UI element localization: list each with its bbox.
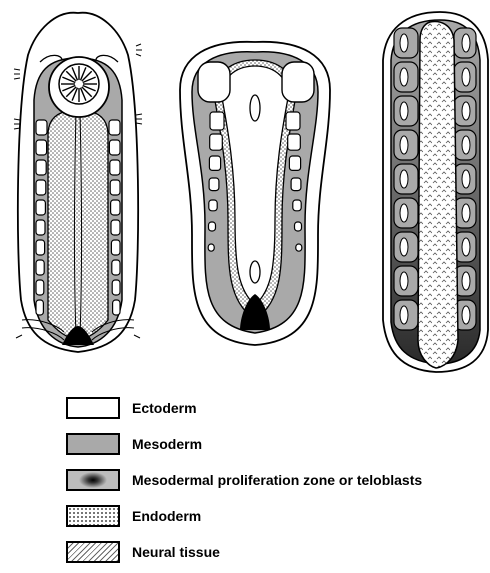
- middle-upper-vesicle: [250, 95, 260, 121]
- right-segment-cavity: [400, 34, 408, 52]
- legend-item-mesoderm: Mesoderm: [66, 431, 486, 467]
- left-segment-right: [109, 140, 120, 155]
- legend-item-proliferation: Mesodermal proliferation zone or telobla…: [66, 467, 486, 503]
- right-segment-cavity: [400, 238, 408, 256]
- left-segment-right: [111, 220, 120, 235]
- middle-segment-left: [209, 178, 219, 191]
- right-segment-cavity: [462, 68, 470, 86]
- left-segment-right: [111, 240, 120, 255]
- right-segment-cavity: [400, 272, 408, 290]
- ectoderm-label: Ectoderm: [132, 399, 197, 417]
- left-segment-left: [36, 180, 46, 195]
- left-segment-right: [110, 180, 120, 195]
- mesoderm-swatch: [66, 433, 120, 455]
- right-neural-tissue: [418, 22, 458, 368]
- right-segment-cavity: [462, 102, 470, 120]
- right-segment-cavity: [400, 306, 408, 324]
- middle-segment-left: [209, 222, 216, 231]
- endoderm-swatch: [66, 505, 120, 527]
- middle-segment-right: [293, 200, 301, 211]
- right-segment-cavity: [462, 204, 470, 222]
- left-segment-right: [113, 300, 120, 315]
- right-segment-cavity: [462, 238, 470, 256]
- right-segment-cavity: [400, 68, 408, 86]
- right-segment-cavity: [462, 136, 470, 154]
- legend: Ectoderm Mesoderm Mesodermal proliferati…: [66, 395, 486, 573]
- left-segment-right: [110, 160, 120, 175]
- left-endoderm: [48, 110, 108, 340]
- left-segment-right: [111, 200, 120, 215]
- left-segment-right: [112, 260, 120, 275]
- legend-item-endoderm: Endoderm: [66, 503, 486, 539]
- right-embryo: [383, 12, 488, 372]
- legend-item-ectoderm: Ectoderm: [66, 395, 486, 431]
- middle-embryo: [180, 42, 330, 345]
- right-segment-cavity: [462, 306, 470, 324]
- right-segment-cavity: [400, 170, 408, 188]
- right-segment-cavity: [462, 170, 470, 188]
- legend-item-neural: Neural tissue: [66, 539, 486, 573]
- left-segment-left: [36, 260, 44, 275]
- left-segment-left: [36, 240, 45, 255]
- left-segment-left: [36, 140, 47, 155]
- left-embryo: [14, 13, 142, 352]
- middle-segment-right: [296, 244, 302, 251]
- middle-segment-left: [210, 134, 223, 150]
- mesoderm-label: Mesoderm: [132, 435, 202, 453]
- right-segment-cavity: [400, 136, 408, 154]
- middle-segment-right: [289, 156, 300, 170]
- middle-head-pouch-right: [282, 62, 314, 102]
- neural-swatch: [66, 541, 120, 563]
- middle-segment-left: [210, 112, 224, 130]
- middle-segment-right: [288, 134, 301, 150]
- right-segment-cavity: [400, 102, 408, 120]
- middle-segment-right: [295, 222, 302, 231]
- endoderm-label: Endoderm: [132, 507, 201, 525]
- right-segment-cavity: [462, 272, 470, 290]
- middle-segment-left: [209, 156, 220, 170]
- middle-segment-left: [208, 244, 214, 251]
- left-segment-right: [109, 120, 120, 135]
- left-segment-left: [36, 280, 44, 295]
- middle-segment-right: [291, 178, 301, 191]
- middle-lower-vesicle: [250, 261, 260, 283]
- right-segment-cavity: [400, 204, 408, 222]
- right-segment-cavity: [462, 34, 470, 52]
- left-segment-left: [36, 200, 45, 215]
- left-segment-left: [36, 160, 46, 175]
- middle-segment-left: [209, 200, 217, 211]
- proliferation-swatch: [66, 469, 120, 491]
- left-segment-right: [112, 280, 120, 295]
- left-segment-left: [36, 300, 43, 315]
- middle-segment-right: [286, 112, 300, 130]
- middle-head-pouch-left: [198, 62, 230, 102]
- ectoderm-swatch: [66, 397, 120, 419]
- left-segment-left: [36, 220, 45, 235]
- left-segment-left: [36, 120, 47, 135]
- neural-label: Neural tissue: [132, 543, 220, 561]
- proliferation-label: Mesodermal proliferation zone or telobla…: [132, 471, 422, 489]
